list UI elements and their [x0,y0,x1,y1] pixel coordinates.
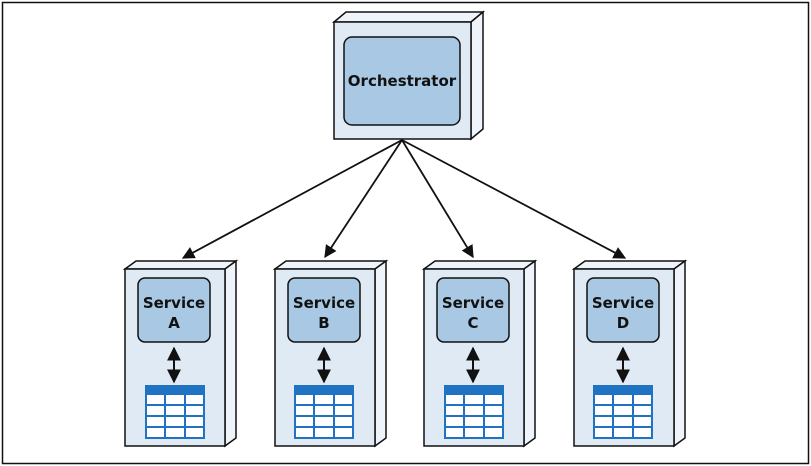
orchestrator-node: Orchestrator [331,10,486,141]
service-label-panel [436,277,510,343]
service-label-panel [137,277,211,343]
service-label-line2: C [467,314,478,332]
service-label-line2: A [168,314,180,332]
service-node-c: Service C [421,259,538,448]
service-label-line1: Service [293,294,355,312]
service-box-top [421,260,538,270]
service-box-side [673,259,686,448]
connector-to-service-c [401,139,474,259]
service-box-side [224,259,237,448]
service-box-side [523,259,536,448]
database-table-icon [593,385,653,439]
service-label-line1: Service [592,294,654,312]
connector-to-service-b [324,139,403,259]
service-box-side [374,259,387,448]
service-label-line1: Service [442,294,504,312]
service-node-d: Service D [571,259,688,448]
connector-to-service-a [181,139,403,259]
service-label-line2: B [318,314,329,332]
service-box-top [122,260,239,270]
connector-to-service-d [401,139,627,259]
service-label-panel [586,277,660,343]
orchestrator-box-top [331,11,486,23]
service-label-panel [287,277,361,343]
database-table-icon [444,385,504,439]
database-table-icon [294,385,354,439]
orchestrator-label: Orchestrator [348,72,457,90]
service-box-top [571,260,688,270]
service-label-line1: Service [143,294,205,312]
service-label-line2: D [617,314,629,332]
orchestrator-screen [343,36,461,126]
service-node-b: Service B [272,259,389,448]
connectors [181,139,627,259]
orchestrator-box-side [470,10,484,141]
service-box-top [272,260,389,270]
service-node-a: Service A [122,259,239,448]
database-table-icon [145,385,205,439]
